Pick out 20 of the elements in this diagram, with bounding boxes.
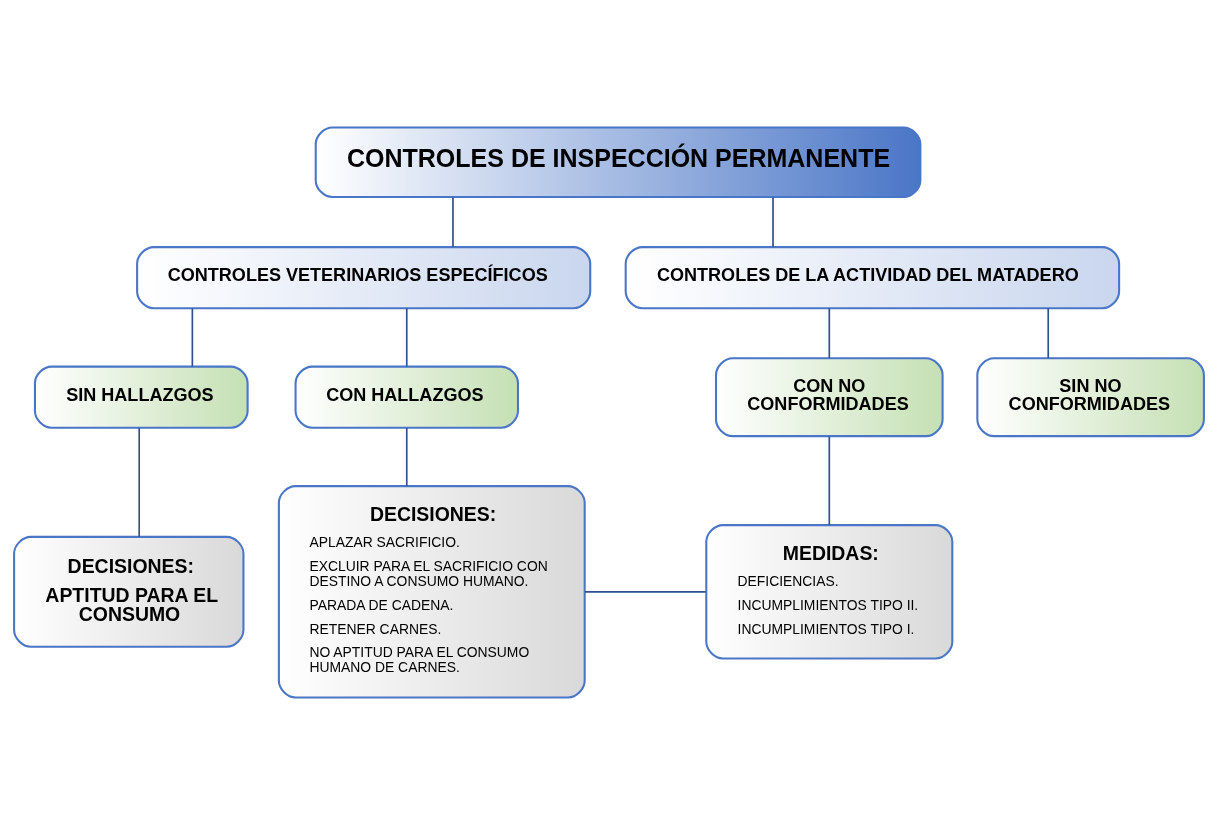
node-box: CONTROLES DE LA ACTIVIDAD DEL MATADERO bbox=[624, 245, 1121, 309]
connector bbox=[584, 590, 707, 593]
node-box: CON HALLAZGOS bbox=[294, 365, 519, 429]
connector bbox=[191, 307, 194, 367]
node-box: CONTROLES VETERINARIOS ESPECÍFICOS bbox=[136, 245, 592, 309]
connector bbox=[772, 196, 774, 248]
connector bbox=[405, 307, 408, 367]
node-box: DECISIONES: APTITUD PARA EL CONSUMO bbox=[13, 535, 245, 648]
connector bbox=[138, 426, 141, 538]
node-box: MEDIDAS: DEFICIENCIAS. INCUMPLIMIENTOS TIPO II. INCUMPLIMIENTOS TIPO I. bbox=[705, 523, 954, 660]
node-box: CON NO CONFORMIDADES bbox=[715, 356, 944, 437]
connector bbox=[405, 426, 408, 487]
node-box: SIN HALLAZGOS bbox=[33, 365, 249, 429]
node-box: SIN NO CONFORMIDADES bbox=[976, 356, 1205, 437]
node-box: DECISIONES: APLAZAR SACRIFICIO. EXCLUIR PARA EL SACRIFICIO CON DESTINO A CONSUMO HUMANO. PARADA DE CADENA. RETENER CARNES. NO APTITUD PARA EL CONSUMO HUMANO DE CARNES. bbox=[277, 484, 586, 698]
connector bbox=[452, 196, 454, 248]
connector bbox=[828, 435, 831, 526]
connector bbox=[1047, 307, 1050, 359]
connector bbox=[828, 307, 831, 359]
node-box: CONTROLES DE INSPECCIÓN PERMANENTE bbox=[314, 126, 922, 198]
